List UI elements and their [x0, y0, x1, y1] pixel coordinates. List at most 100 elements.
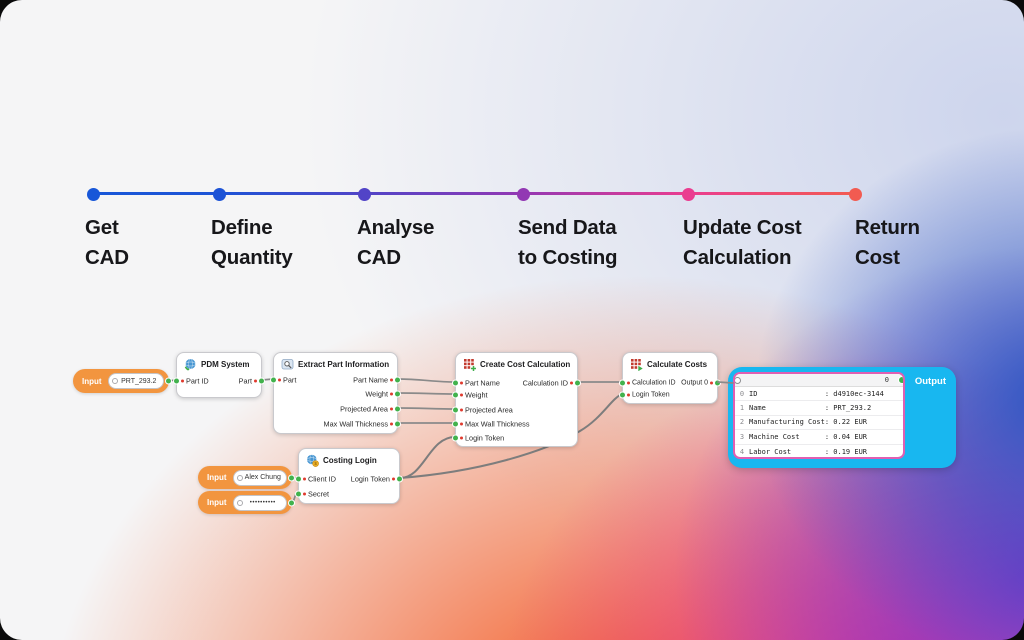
port-output-calculation-id[interactable]: Calculation ID — [523, 379, 580, 388]
node-extract-part-information[interactable]: Extract Part Information Part Part Name … — [271, 352, 400, 434]
node-costing-login[interactable]: $ Costing Login Client ID Secret Login T… — [296, 448, 402, 504]
node-title-text: Create Cost Calculation — [480, 360, 571, 369]
port-input-part[interactable]: Part — [271, 376, 296, 385]
node-header: Calculate Costs — [630, 358, 708, 372]
pill-output-port[interactable] — [166, 378, 171, 384]
input-pill-label: Input — [82, 376, 102, 386]
port-input-login-token[interactable]: Login Token — [453, 434, 504, 443]
timeline-dot-return-cost — [848, 187, 862, 201]
output-card-header: 0 — [735, 374, 903, 387]
port-label: Max Wall Thickness — [323, 419, 388, 429]
port-label: Login Token — [632, 391, 670, 399]
port-input-max-wall-thickness[interactable]: Max Wall Thickness — [453, 420, 529, 429]
timeline-dot-define-quantity — [212, 187, 226, 201]
row-text: ID : d4910ec-3144 — [749, 389, 884, 398]
port-marker — [303, 492, 306, 496]
port-output-part[interactable]: Part — [239, 377, 264, 386]
row-index: 4 — [739, 447, 745, 456]
port-label: Part — [283, 375, 297, 385]
port-dot — [296, 491, 301, 497]
port-output-part-name[interactable]: Part Name — [353, 376, 400, 385]
card-output-dot — [899, 377, 903, 383]
node-header: Extract Part Information — [281, 358, 389, 371]
input-pill-part-id[interactable]: Input PRT_293.2 — [73, 369, 171, 393]
port-dot — [259, 378, 264, 384]
pill-output-port[interactable] — [289, 500, 294, 505]
node-title-text: Extract Part Information — [298, 360, 390, 369]
port-label: Calculation ID — [632, 379, 676, 387]
row-index: 1 — [739, 404, 745, 413]
port-input-weight[interactable]: Weight — [453, 391, 488, 400]
port-output-projected-area[interactable]: Projected Area — [340, 405, 400, 414]
row-text: Name : PRT_293.2 — [749, 404, 872, 413]
node-title-text: PDM System — [201, 360, 250, 369]
node-create-cost-calculation[interactable]: Create Cost Calculation Part Name Weight… — [453, 352, 580, 447]
input-pill-secret[interactable]: Input •••••••••• — [198, 491, 294, 514]
pill-output-port[interactable] — [289, 475, 294, 480]
port-output-weight[interactable]: Weight — [365, 390, 400, 399]
input-pill-value: Alex Chung — [244, 474, 281, 481]
node-calculate-costs[interactable]: Calculate Costs Calculation ID Login Tok… — [620, 352, 720, 404]
input-pill-client-id[interactable]: Input Alex Chung — [198, 466, 294, 489]
node-pdm-system[interactable]: PDM System Part ID Part — [174, 352, 264, 398]
row-text: Machine Cost : 0.04 EUR — [749, 432, 868, 441]
port-label: Client ID — [308, 474, 336, 484]
port-input-part-name[interactable]: Part Name — [453, 379, 500, 388]
port-label: Projected Area — [340, 404, 388, 414]
input-pill-value: PRT_293.2 — [121, 377, 157, 385]
output-header-index: 0 — [884, 376, 889, 384]
globe-sync-icon — [184, 358, 197, 371]
port-dot — [620, 392, 625, 398]
node-header: Create Cost Calculation — [463, 358, 570, 371]
port-marker — [390, 378, 393, 382]
port-input-secret[interactable]: Secret — [296, 490, 329, 499]
port-output-login-token[interactable]: Login Token — [351, 475, 402, 484]
node-title-text: Costing Login — [323, 456, 377, 465]
port-dot — [715, 380, 720, 386]
card-input-port[interactable] — [735, 377, 741, 384]
input-pill-field[interactable]: PRT_293.2 — [107, 373, 164, 389]
pill-port-icon — [111, 378, 118, 384]
port-dot — [271, 377, 276, 383]
port-output-max-wall-thickness[interactable]: Max Wall Thickness — [324, 420, 400, 429]
port-input-part-id[interactable]: Part ID — [174, 377, 209, 386]
port-input-login-token[interactable]: Login Token — [620, 392, 670, 399]
row-index: 3 — [739, 432, 745, 441]
port-input-projected-area[interactable]: Projected Area — [453, 406, 513, 415]
port-dot — [395, 406, 400, 412]
timeline-dot-get-cad — [86, 187, 100, 201]
port-marker — [181, 379, 184, 383]
port-marker — [710, 381, 713, 385]
timeline-label-get-cad: Get CAD — [85, 216, 129, 269]
timeline-label-analyse-cad: Analyse CAD — [357, 216, 435, 269]
port-dot — [395, 421, 400, 427]
port-dot — [453, 392, 458, 398]
port-marker — [303, 477, 306, 481]
timeline-label-send-data: Send Data to Costing — [518, 216, 618, 269]
port-input-calculation-id[interactable]: Calculation ID — [620, 380, 676, 387]
input-pill-field[interactable]: •••••••••• — [232, 494, 287, 511]
table-run-icon — [630, 358, 643, 372]
table-add-icon — [463, 358, 476, 371]
port-marker — [627, 381, 630, 385]
port-marker — [390, 422, 393, 426]
port-marker — [390, 392, 393, 396]
node-header: PDM System — [184, 358, 249, 371]
port-label: Login Token — [465, 433, 505, 443]
port-input-client-id[interactable]: Client ID — [296, 475, 336, 484]
node-title-text: Calculate Costs — [647, 360, 708, 369]
port-label: Weight — [465, 390, 488, 400]
port-marker — [390, 407, 393, 411]
port-output-0[interactable]: Output 0 — [681, 380, 720, 387]
magnifier-box-icon — [281, 358, 294, 371]
port-marker — [392, 477, 395, 481]
row-index: 2 — [739, 418, 745, 427]
input-pill-field[interactable]: Alex Chung — [232, 469, 287, 486]
pill-port-icon — [236, 499, 243, 506]
port-label: Part ID — [186, 376, 209, 386]
